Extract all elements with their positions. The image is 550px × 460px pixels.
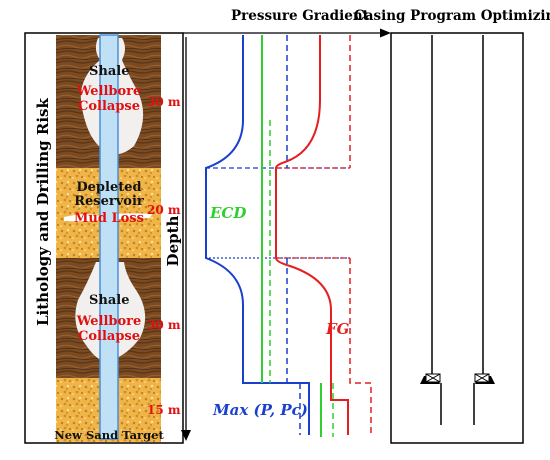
- casing-panel-frame: [390, 32, 524, 444]
- wellbore: [99, 34, 119, 440]
- fg-label: FG: [326, 320, 350, 338]
- reservoir-risk: Mud Loss: [74, 211, 144, 226]
- depth-mark-2: 20 m: [147, 203, 181, 217]
- casing-program: [420, 35, 495, 425]
- max-p-dashed: [286, 35, 301, 435]
- max-p-label: Max (P, Pc): [213, 401, 308, 419]
- depth-label: Depth: [164, 215, 182, 267]
- depth-mark-3: 30 m: [147, 318, 181, 332]
- ecd-curve: [261, 35, 322, 437]
- pressure-gradient-title: Pressure Gradient: [231, 8, 369, 24]
- shale-bottom-name: Shale: [89, 293, 130, 308]
- left-panel-frame: [24, 32, 184, 444]
- reservoir-name-1: Depleted: [76, 180, 142, 195]
- depth-axis: [181, 37, 191, 441]
- ecd-label: ECD: [210, 204, 247, 222]
- depth-mark-4: 15 m: [147, 403, 181, 417]
- shale-top-name: Shale: [89, 64, 130, 79]
- lithology-column: [56, 34, 161, 442]
- fg-curve: [275, 35, 349, 435]
- pressure-axis: [183, 28, 391, 38]
- reservoir-name-2: Reservoir: [74, 194, 144, 209]
- liner-hanger-left: [420, 373, 441, 384]
- fg-dashed: [349, 35, 372, 435]
- max-p-curve: [205, 35, 310, 435]
- lithology-risk-label: Lithology and Drilling Risk: [34, 98, 52, 326]
- zone-boundaries: [205, 167, 350, 259]
- shale-bottom-risk: Wellbore Collapse: [76, 314, 142, 344]
- liner-hanger-right: [474, 373, 495, 384]
- casing-program-title: Casing Program Optimizing: [354, 8, 550, 24]
- depth-mark-1: 30 m: [147, 95, 181, 109]
- ecd-dashed: [269, 120, 334, 437]
- shale-top-risk: Wellbore Collapse: [76, 84, 142, 114]
- target-sand-label: New Sand Target: [54, 428, 164, 442]
